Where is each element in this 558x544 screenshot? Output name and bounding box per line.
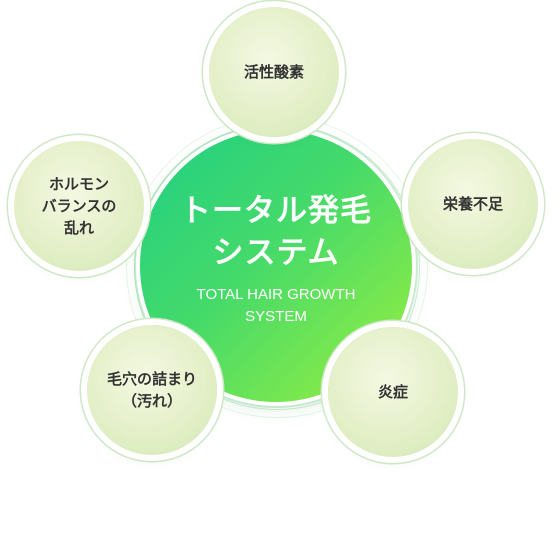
- factor-label: 栄養不足: [442, 195, 503, 213]
- factor-label: 毛穴の詰まり （汚れ）: [106, 370, 197, 410]
- center-title: トータル発毛 システム: [180, 193, 372, 271]
- factor-node-active-oxygen: 活性酸素: [209, 7, 339, 137]
- factor-node-clogged-pores: 毛穴の詰まり （汚れ）: [87, 325, 217, 455]
- factor-node-hormone-balance: ホルモン バランスの 乱れ: [14, 141, 144, 271]
- factor-label: 炎症: [377, 383, 408, 401]
- factor-label: ホルモン バランスの 乱れ: [41, 175, 117, 237]
- factor-node-inflammation: 炎症: [328, 327, 458, 457]
- factor-label: 活性酸素: [243, 63, 304, 81]
- center-subtitle: TOTAL HAIR GROWTH SYSTEM: [196, 286, 356, 325]
- factor-node-nutrition: 栄養不足: [408, 139, 538, 269]
